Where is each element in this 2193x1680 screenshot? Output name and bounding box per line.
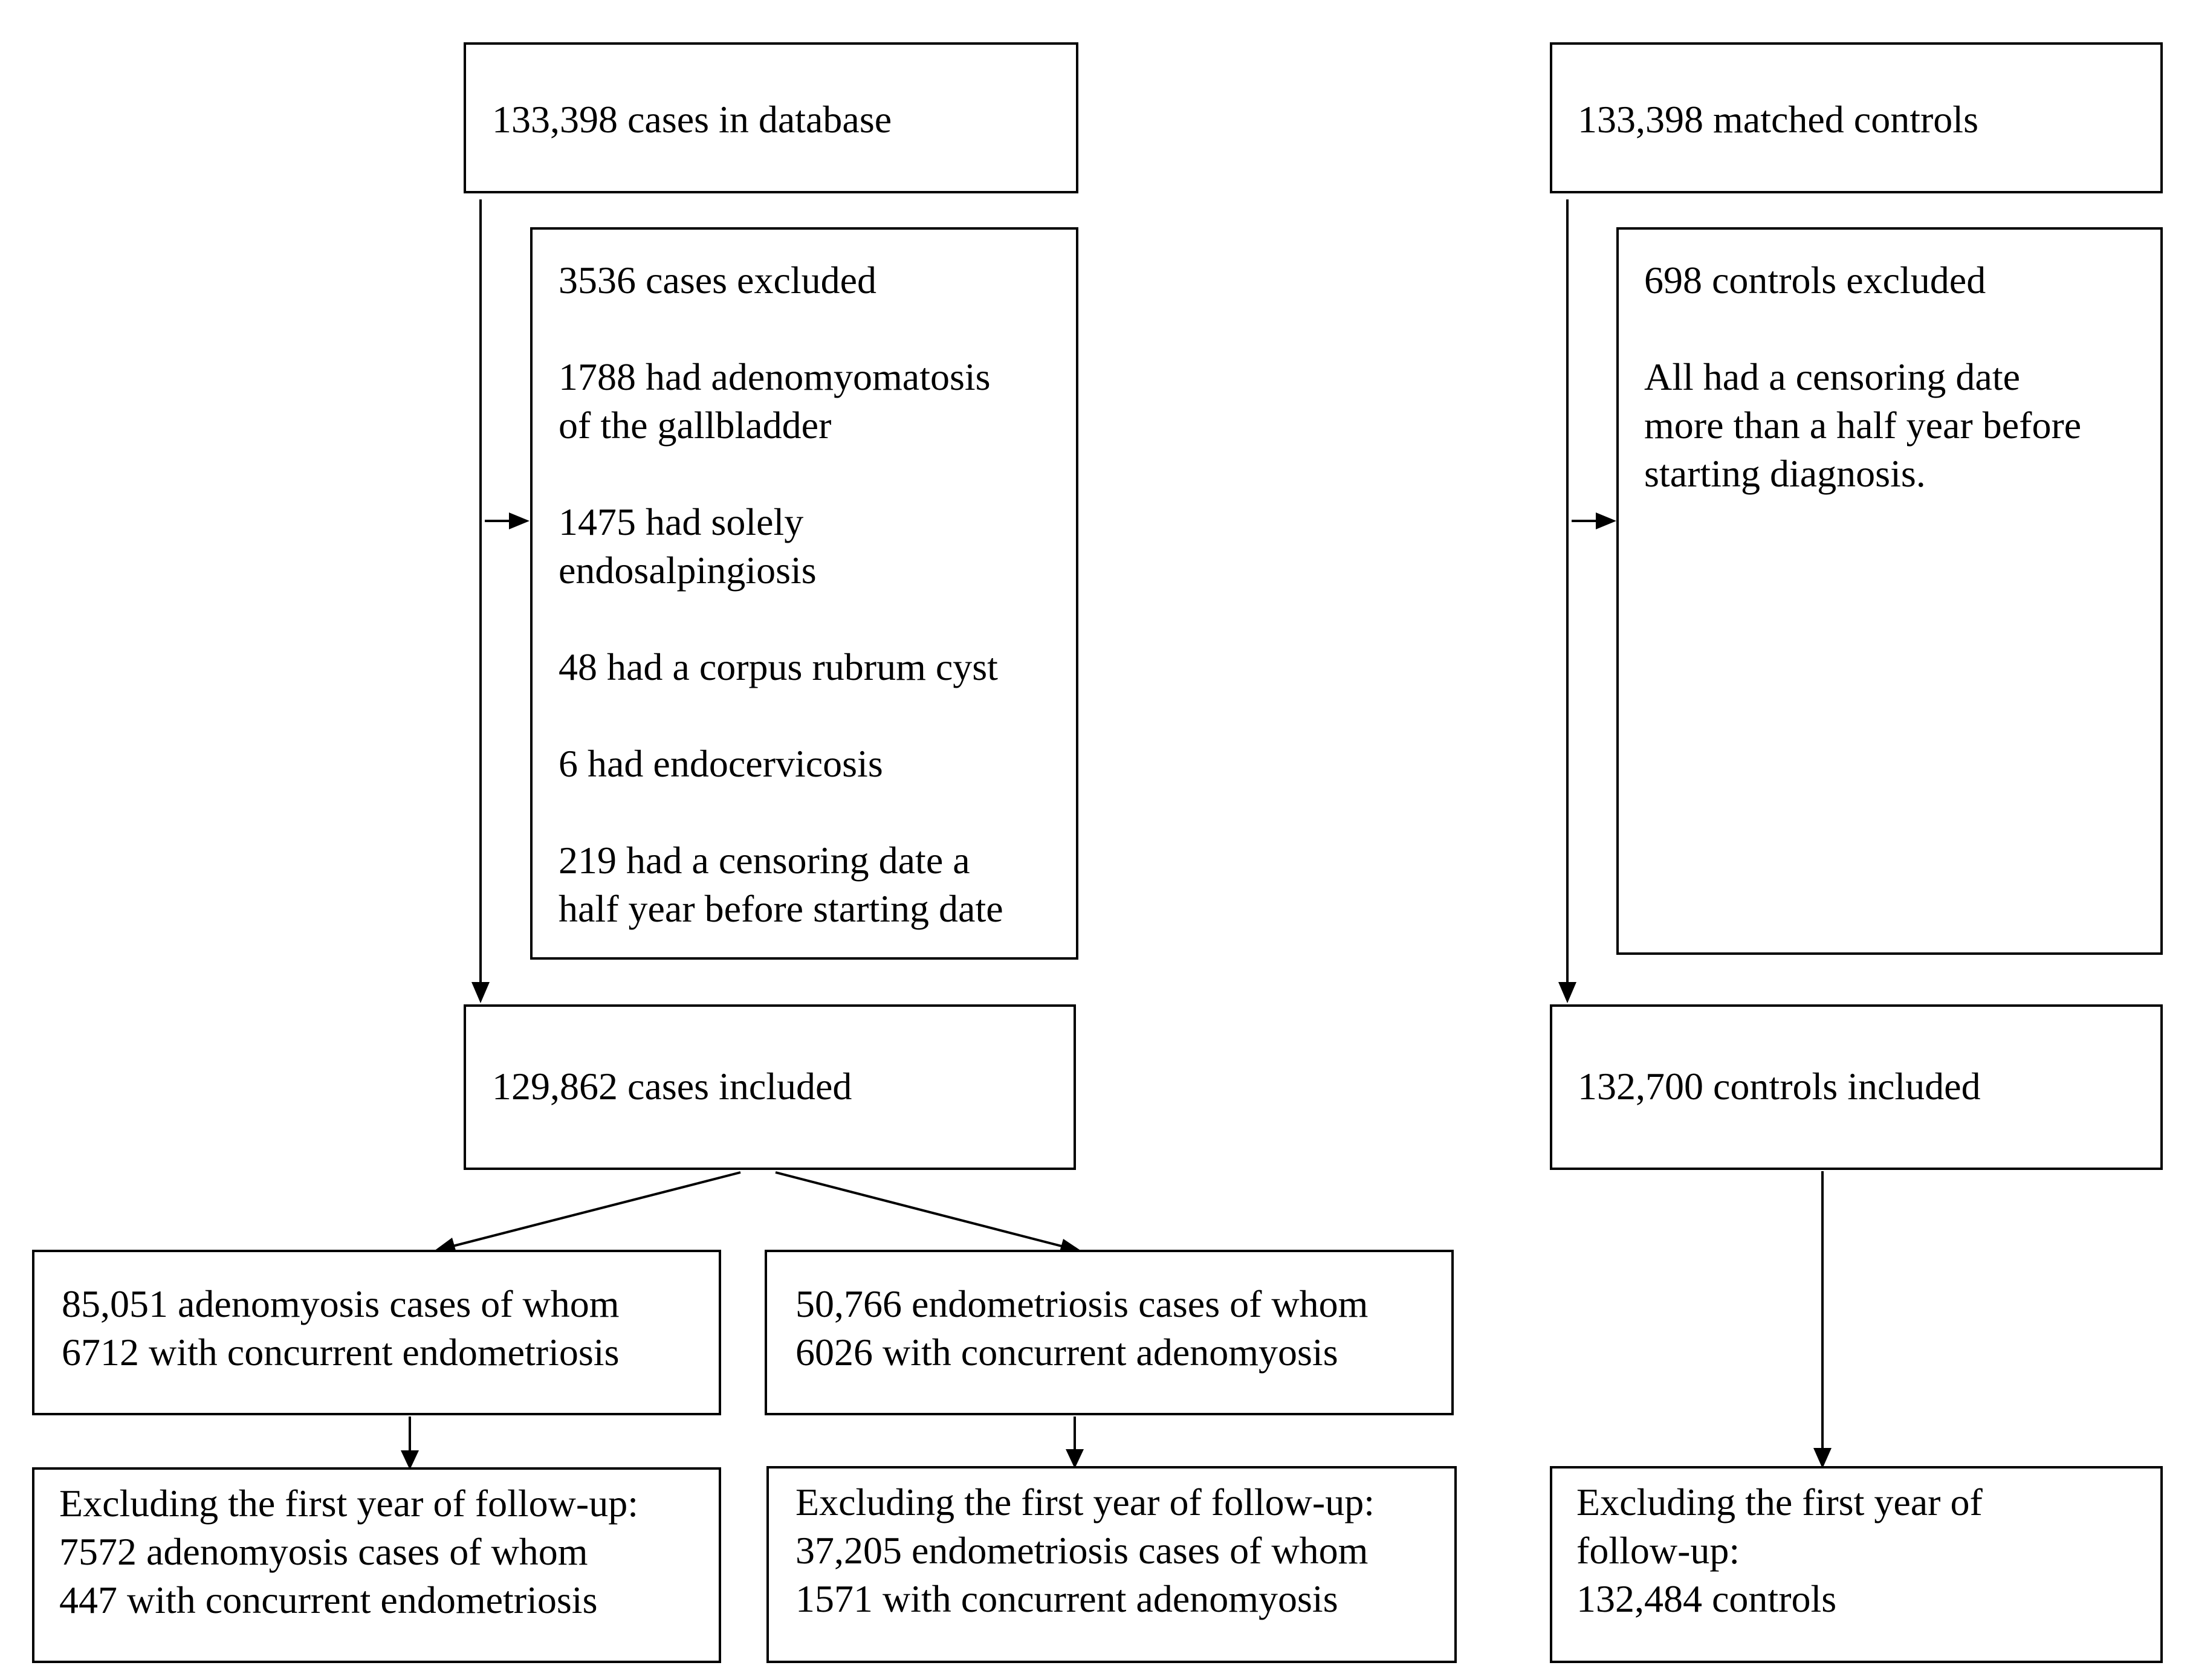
exclusion-reason: half year before starting date (559, 887, 1003, 930)
exclusion-reason: endosalpingiosis (559, 549, 817, 592)
endometriosis-followup-line: 37,205 endometriosis cases of whom (795, 1529, 1369, 1572)
controls-followup-line: follow-up: (1576, 1529, 1740, 1572)
exclusion-reason: 1475 had solely (559, 500, 804, 543)
arrowhead-adenomyosis-followup (401, 1450, 419, 1470)
exclusion-reason: 6 had endocervicosis (559, 742, 883, 785)
arrowhead-cases-excluded (509, 512, 530, 529)
arrowhead-cases-included (471, 982, 490, 1003)
cases-excluded-box (530, 227, 1078, 960)
arrowhead-endometriosis-followup (1066, 1449, 1084, 1468)
cases-excluded-text: 3536 cases excluded 1788 had adenomyomat… (559, 256, 1003, 933)
cases-excluded-title: 3536 cases excluded (559, 259, 877, 302)
controls-followup-box (1550, 1466, 2163, 1663)
controls-included-box (1550, 1004, 2163, 1170)
exclusion-reason: of the gallbladder (559, 404, 832, 447)
matched-controls-label: 133,398 matched controls (1578, 98, 1978, 141)
adenomyosis-line: 6712 with concurrent endometriosis (62, 1331, 620, 1374)
controls-excluded-line: starting diagnosis. (1644, 452, 1926, 495)
controls-excluded-title: 698 controls excluded (1644, 259, 1986, 302)
adenomyosis-followup-line: 447 with concurrent endometriosis (59, 1578, 598, 1621)
exclusion-reason: 219 had a censoring date a (559, 839, 970, 882)
controls-followup-line: 132,484 controls (1576, 1577, 1837, 1620)
controls-followup-text: Excluding the first year of follow-up: 1… (1576, 1478, 1983, 1623)
adenomyosis-cases-box (32, 1250, 721, 1415)
controls-excluded-line: All had a censoring date (1644, 355, 2020, 398)
endometriosis-line: 50,766 endometriosis cases of whom (795, 1282, 1369, 1325)
adenomyosis-followup-box (32, 1467, 721, 1663)
cases-database-label: 133,398 cases in database (492, 98, 892, 141)
adenomyosis-cases-text: 85,051 adenomyosis cases of whom 6712 wi… (62, 1280, 620, 1377)
arrow-included-to-endometriosis (775, 1171, 1064, 1248)
arrowhead-controls-included (1558, 982, 1576, 1003)
arrow-included-to-adenomyosis (450, 1171, 741, 1248)
endometriosis-followup-text: Excluding the first year of follow-up: 3… (795, 1478, 1375, 1623)
endometriosis-line: 6026 with concurrent adenomyosis (795, 1331, 1338, 1374)
arrowhead-controls-followup (1813, 1448, 1832, 1468)
adenomyosis-followup-line: 7572 adenomyosis cases of whom (59, 1530, 588, 1573)
adenomyosis-line: 85,051 adenomyosis cases of whom (62, 1282, 620, 1325)
controls-excluded-box (1616, 227, 2163, 955)
arrowhead-controls-excluded (1596, 512, 1616, 529)
controls-followup-line: Excluding the first year of (1576, 1481, 1983, 1523)
cases-included-label: 129,862 cases included (492, 1065, 852, 1108)
exclusion-reason: 1788 had adenomyomatosis (559, 355, 991, 398)
endometriosis-followup-box (766, 1466, 1457, 1663)
endometriosis-followup-line: 1571 with concurrent adenomyosis (795, 1577, 1338, 1620)
adenomyosis-followup-line: Excluding the first year of follow-up: (59, 1482, 638, 1525)
adenomyosis-followup-text: Excluding the first year of follow-up: 7… (59, 1479, 638, 1624)
cases-included-box (464, 1004, 1076, 1170)
endometriosis-followup-line: Excluding the first year of follow-up: (795, 1481, 1375, 1523)
controls-included-label: 132,700 controls included (1578, 1065, 1981, 1108)
endometriosis-cases-box (765, 1250, 1454, 1415)
exclusion-reason: 48 had a corpus rubrum cyst (559, 645, 998, 688)
endometriosis-cases-text: 50,766 endometriosis cases of whom 6026 … (795, 1280, 1368, 1377)
controls-excluded-text: 698 controls excluded All had a censorin… (1644, 256, 2081, 498)
cases-database-box (464, 42, 1078, 193)
controls-excluded-line: more than a half year before (1644, 404, 2082, 447)
matched-controls-box (1550, 42, 2163, 193)
